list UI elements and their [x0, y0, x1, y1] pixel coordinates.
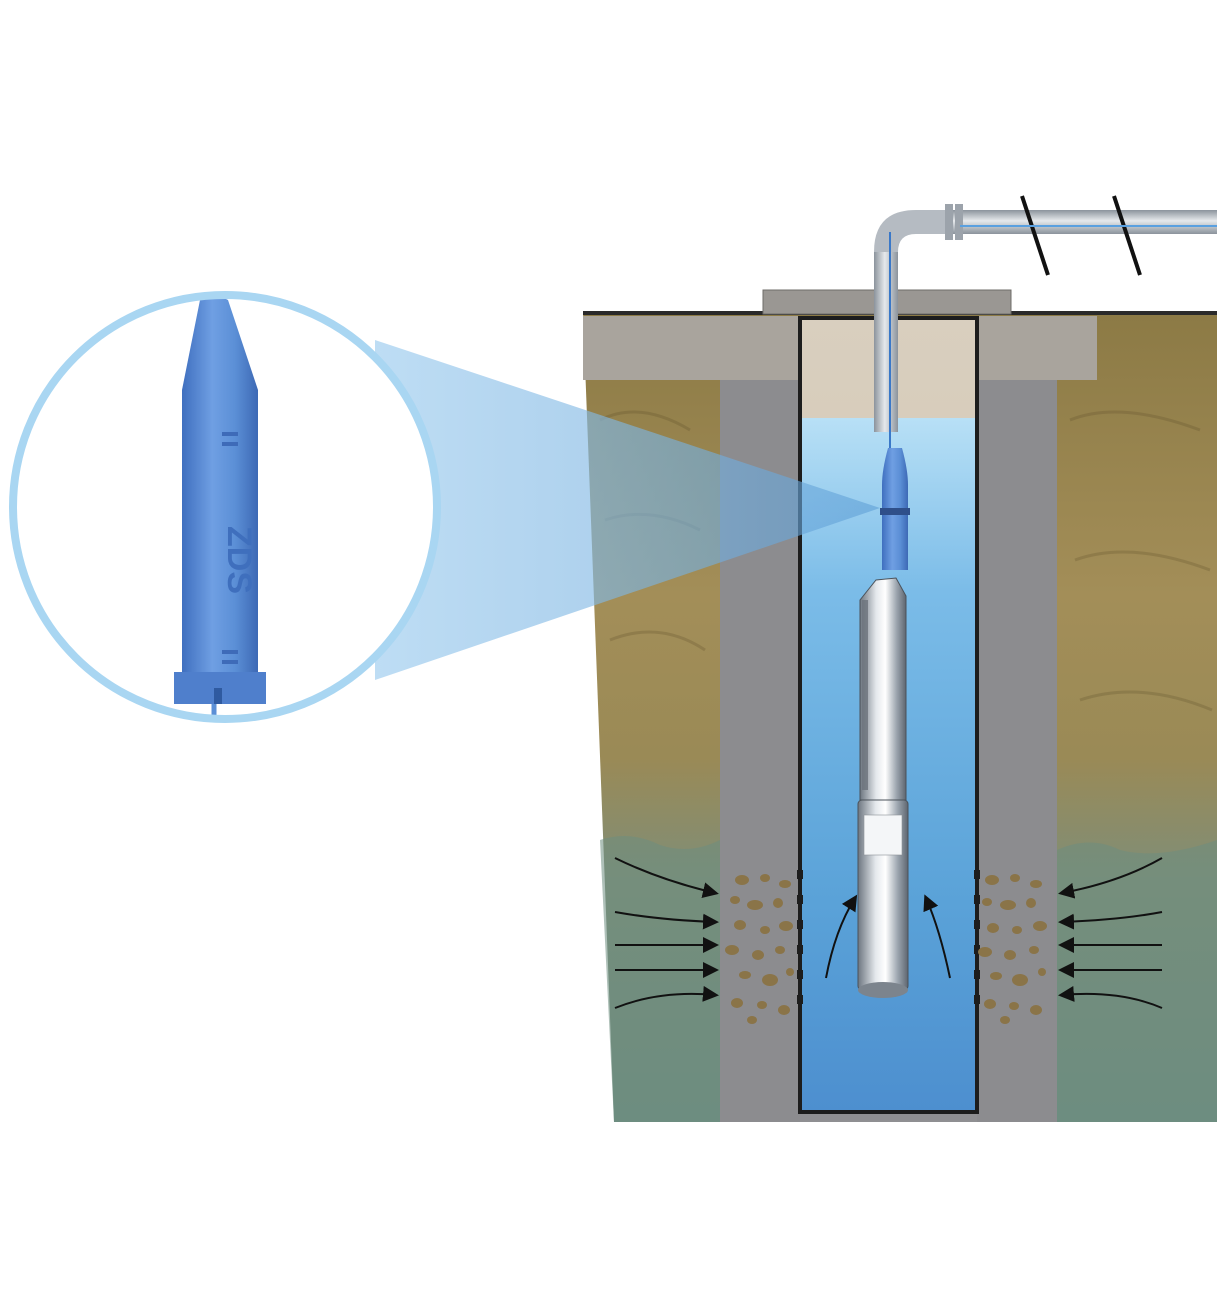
flow-arrow-left-2: [614, 911, 719, 930]
casing-screen-slots: [797, 870, 980, 1004]
magnifier-beam: [375, 340, 880, 680]
magnifier-inset: ZDS: [9, 291, 441, 723]
flow-arrow-right-1: [1058, 857, 1163, 899]
probe-in-well: [880, 448, 910, 570]
flow-arrow-right-2: [1058, 911, 1163, 930]
flow-arrow-left-1: [614, 857, 719, 899]
aquifer-left: [600, 836, 720, 1122]
discharge-pipe: [874, 195, 1217, 452]
inset-probe-grooves: [222, 432, 238, 664]
gravel-right: [978, 874, 1047, 1024]
pipe-break-mark-2: [1112, 195, 1142, 276]
pipe-elbow: [874, 210, 950, 252]
flow-arrow-left-5: [614, 985, 719, 1009]
submersible-pump: [857, 577, 909, 998]
pump-nameplate: [863, 814, 903, 856]
flow-arrow-right-5: [1058, 986, 1163, 1009]
inflow-arrows: [614, 857, 1163, 1009]
gravel-left: [725, 874, 794, 1024]
pipe-break-mark-1: [1020, 195, 1050, 276]
flow-arrow-up-left: [825, 894, 858, 979]
magnifier-ring: [9, 291, 441, 723]
probe-logo: ZDS: [220, 526, 258, 594]
pipe-flange: [945, 204, 953, 240]
flow-arrow-up-right: [923, 894, 951, 979]
aquifer-right: [1057, 840, 1217, 1122]
gravel-pack: [725, 874, 1047, 1024]
inset-probe-body: [182, 295, 258, 672]
